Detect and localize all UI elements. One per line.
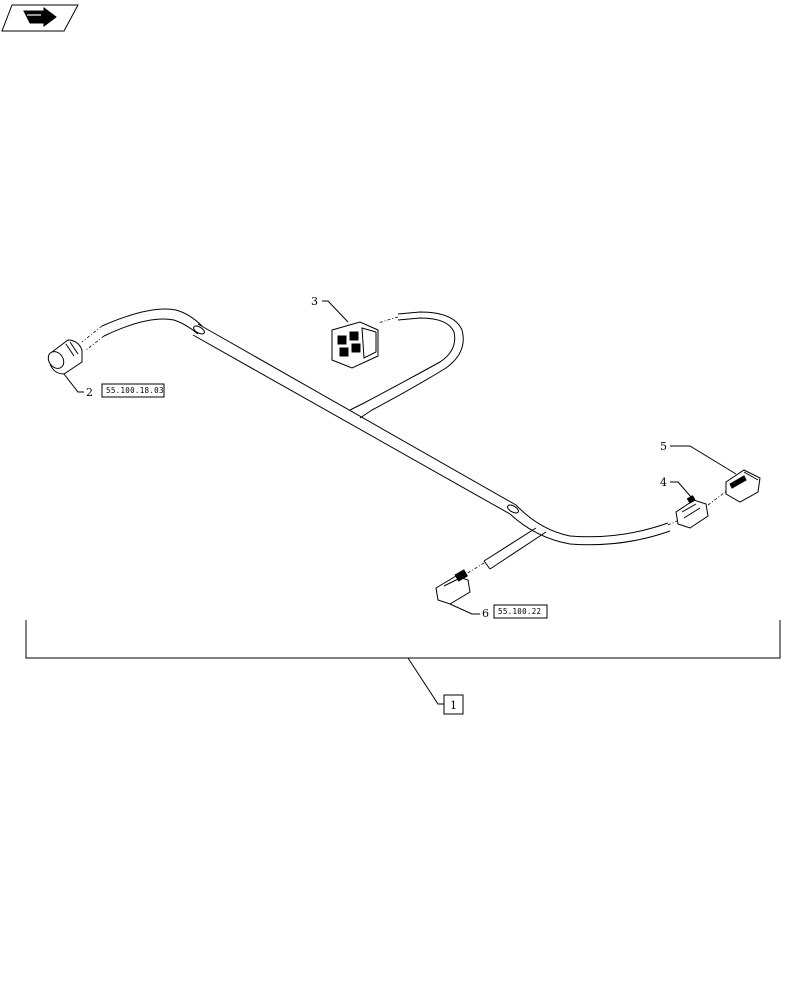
connector-item-3[interactable] bbox=[331, 321, 379, 369]
harness-main-trunk bbox=[101, 308, 671, 570]
callout-6-label: 6 bbox=[482, 607, 489, 620]
connector-item-4[interactable] bbox=[675, 495, 709, 529]
reference-6-text: 55.100.22 bbox=[498, 607, 541, 616]
callout-5: 5 bbox=[660, 440, 737, 475]
next-page-arrow-icon[interactable] bbox=[1, 4, 79, 32]
callout-2: 2 55.100.18.03 bbox=[63, 373, 165, 399]
callout-4-label: 4 bbox=[660, 476, 667, 489]
callout-4: 4 bbox=[660, 476, 693, 499]
connector-item-2[interactable] bbox=[45, 339, 83, 375]
callout-3-label: 3 bbox=[311, 295, 318, 308]
callout-6: 6 55.100.22 bbox=[449, 603, 548, 620]
callout-3: 3 bbox=[311, 295, 349, 323]
connector-item-5[interactable] bbox=[725, 469, 761, 503]
reference-2-text: 55.100.18.03 bbox=[106, 386, 164, 395]
callout-2-label: 2 bbox=[86, 386, 93, 399]
assembly-bracket: 1 bbox=[25, 620, 781, 715]
reference-box-2 bbox=[101, 383, 165, 398]
callout-1-label: 1 bbox=[450, 699, 457, 712]
connector-item-6[interactable] bbox=[435, 569, 471, 605]
item-1-box bbox=[443, 694, 464, 715]
reference-box-6 bbox=[493, 604, 548, 619]
callout-5-label: 5 bbox=[660, 440, 667, 453]
